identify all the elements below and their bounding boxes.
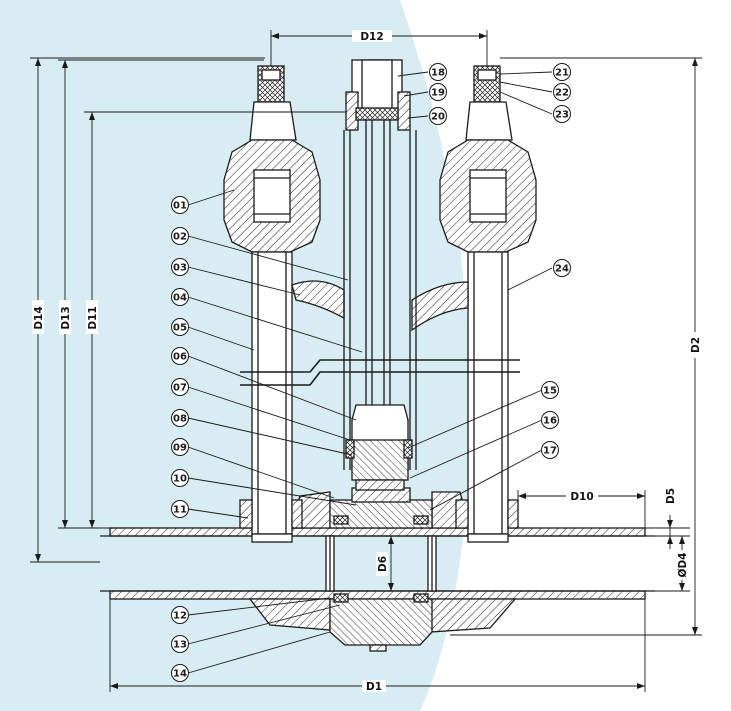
part-label-18: 18 bbox=[431, 68, 445, 79]
dim-d1: D1 bbox=[366, 681, 382, 693]
dimension-labels: D12 D14 D13 D11 D2 D1 D10 D5 ØD4 D6 bbox=[32, 30, 702, 693]
part-balloons: 01 02 03 04 05 06 07 08 09 10 11 12 13 14 15 16 17 18 19 20… bbox=[171, 63, 571, 682]
part-balloon bbox=[553, 105, 571, 123]
part-balloon bbox=[541, 381, 559, 399]
dim-d6: D6 bbox=[377, 556, 389, 572]
part-balloon bbox=[429, 63, 447, 81]
part-label-07: 07 bbox=[173, 383, 187, 394]
part-label-06: 06 bbox=[173, 352, 187, 363]
part-balloon bbox=[171, 409, 189, 427]
part-label-01: 01 bbox=[173, 201, 187, 212]
part-balloon bbox=[429, 107, 447, 125]
part-label-21: 21 bbox=[555, 68, 569, 79]
part-label-14: 14 bbox=[173, 669, 187, 680]
part-label-15: 15 bbox=[543, 386, 557, 397]
dim-d4: ØD4 bbox=[677, 553, 689, 578]
part-balloon bbox=[541, 411, 559, 429]
part-balloon bbox=[171, 258, 189, 276]
part-balloon bbox=[171, 469, 189, 487]
part-balloon bbox=[171, 318, 189, 336]
bypass-connectors bbox=[291, 280, 469, 332]
leader-lines bbox=[187, 71, 553, 674]
part-label-22: 22 bbox=[555, 88, 569, 99]
part-label-03: 03 bbox=[173, 263, 187, 274]
part-label-16: 16 bbox=[543, 416, 557, 427]
part-balloon bbox=[541, 441, 559, 459]
part-balloon bbox=[171, 347, 189, 365]
part-balloon bbox=[429, 83, 447, 101]
part-label-10: 10 bbox=[173, 474, 187, 485]
dim-d12: D12 bbox=[360, 31, 383, 43]
dim-d10: D10 bbox=[570, 491, 593, 503]
dim-d2: D2 bbox=[690, 337, 702, 353]
central-stem bbox=[240, 59, 520, 491]
dim-d11: D11 bbox=[87, 306, 99, 329]
part-label-19: 19 bbox=[431, 88, 445, 99]
part-label-04: 04 bbox=[173, 293, 187, 304]
part-label-05: 05 bbox=[173, 323, 187, 334]
part-balloon bbox=[171, 196, 189, 214]
part-balloon bbox=[553, 83, 571, 101]
part-balloon bbox=[171, 500, 189, 518]
part-label-08: 08 bbox=[173, 414, 187, 425]
part-label-13: 13 bbox=[173, 640, 187, 651]
part-label-12: 12 bbox=[173, 611, 187, 622]
part-balloon bbox=[171, 635, 189, 653]
dim-d13: D13 bbox=[60, 306, 72, 329]
part-balloon bbox=[171, 664, 189, 682]
part-label-23: 23 bbox=[555, 110, 569, 121]
part-label-11: 11 bbox=[173, 505, 187, 516]
part-balloon bbox=[171, 378, 189, 396]
part-label-24: 24 bbox=[555, 264, 569, 275]
part-label-09: 09 bbox=[173, 443, 187, 454]
part-label-17: 17 bbox=[543, 446, 557, 457]
dim-d14: D14 bbox=[33, 306, 45, 329]
dim-d5: D5 bbox=[665, 488, 677, 504]
part-balloon bbox=[553, 259, 571, 277]
part-balloon bbox=[171, 438, 189, 456]
part-balloon bbox=[171, 288, 189, 306]
part-label-02: 02 bbox=[173, 232, 187, 243]
part-balloon bbox=[171, 227, 189, 245]
part-balloon bbox=[171, 606, 189, 624]
part-label-20: 20 bbox=[431, 112, 445, 123]
dimension-arrows bbox=[35, 33, 698, 689]
part-balloon bbox=[553, 63, 571, 81]
right-bypass-valve bbox=[439, 65, 537, 543]
